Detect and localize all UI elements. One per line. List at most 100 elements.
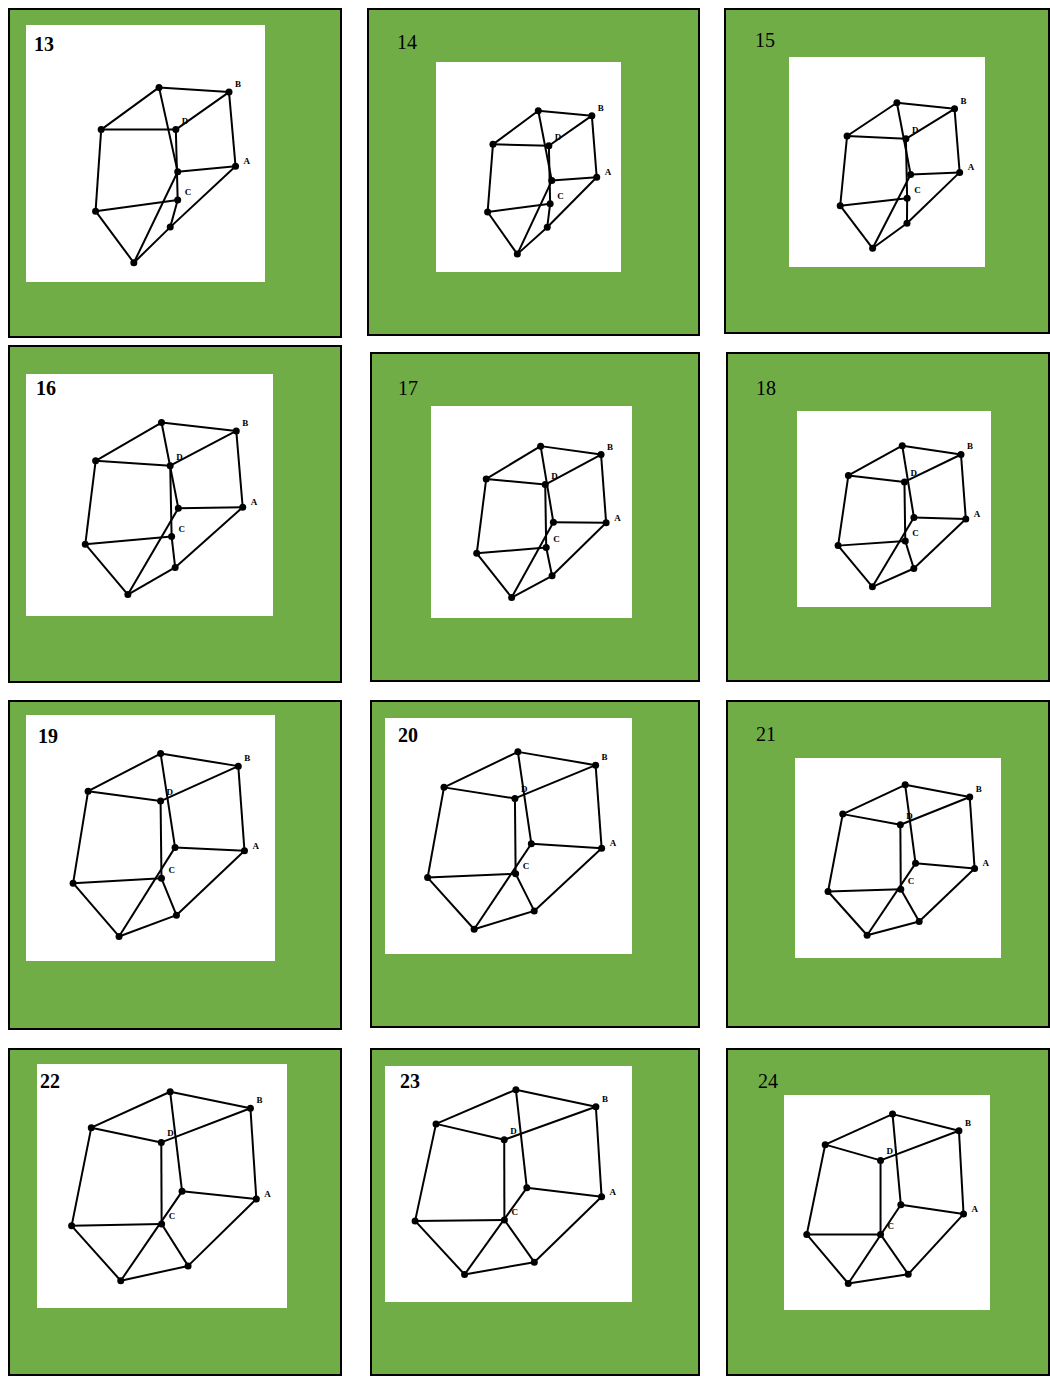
graph-edge (72, 1128, 92, 1226)
graph-illustration (10, 1050, 344, 1376)
graph-vertex (864, 932, 871, 939)
vertex-label: A (244, 157, 251, 166)
graph-edge (873, 174, 911, 248)
graph-vertex (889, 1111, 896, 1118)
panel-number: 15 (755, 30, 775, 50)
figure-panel: 14BDAC (367, 8, 700, 336)
graph-vertex (907, 171, 914, 178)
graph-vertex (598, 845, 605, 852)
graph-vertex (511, 795, 518, 802)
graph-vertex (588, 112, 595, 119)
graph-edge (436, 1124, 504, 1140)
graph-edge (444, 787, 515, 798)
graph-vertex (545, 142, 552, 149)
graph-edge (893, 1114, 901, 1205)
graph-vertex (174, 168, 181, 175)
graph-edge (170, 200, 177, 227)
graph-vertex (877, 1157, 884, 1164)
graph-vertex (901, 478, 908, 485)
graph-edge (436, 1090, 516, 1124)
graph-edge (959, 1131, 964, 1214)
graph-vertex (825, 888, 832, 895)
graph-vertex (910, 514, 917, 521)
graph-edge (504, 1107, 596, 1140)
graph-vertex (514, 748, 521, 755)
vertex-label: B (244, 754, 250, 763)
vertex-label: A (264, 1190, 271, 1199)
graph-vertex (544, 224, 551, 231)
graph-edge (170, 431, 236, 466)
graph-vertex (88, 1124, 95, 1131)
vertex-label: C (888, 1222, 895, 1231)
graph-edge (899, 825, 901, 889)
graph-vertex (902, 538, 909, 545)
graph-edge (840, 136, 847, 206)
vertex-label: B (967, 442, 973, 451)
graph-edge (914, 517, 966, 519)
graph-vertex (960, 1211, 967, 1218)
graph-edge (902, 446, 961, 455)
graph-edge (488, 212, 518, 254)
graph-edge (541, 446, 554, 522)
graph-vertex (253, 1196, 260, 1203)
graph-vertex (877, 1231, 884, 1238)
graph-edge (970, 797, 975, 868)
graph-illustration (10, 10, 344, 340)
graph-edge (916, 863, 975, 868)
panel-number: 18 (756, 378, 776, 398)
graph-edge (486, 479, 545, 485)
graph-edge (843, 785, 905, 814)
graph-edge (531, 844, 601, 849)
graph-vertex (897, 886, 904, 893)
graph-edge (415, 1219, 504, 1222)
graph-edge (229, 92, 236, 166)
vertex-label: D (887, 1147, 894, 1156)
vertex-label: B (256, 1096, 262, 1105)
graph-edge (881, 1234, 909, 1274)
vertex-label: D (555, 133, 562, 142)
graph-edge (807, 1145, 825, 1235)
graph-vertex (803, 1231, 810, 1238)
graph-edge (906, 109, 955, 139)
vertex-label: D (910, 469, 917, 478)
graph-vertex (172, 844, 179, 851)
graph-edge (848, 1205, 901, 1284)
graph-edge (493, 111, 538, 145)
graph-edge (848, 446, 902, 476)
vertex-label: B (976, 785, 982, 794)
graph-vertex (185, 1262, 192, 1269)
figure-panel: 17BDAC (370, 352, 700, 682)
graph-edge (553, 521, 606, 523)
graph-edge (534, 848, 601, 911)
picture-ground (431, 406, 632, 618)
graph-vertex (501, 1136, 508, 1143)
graph-edge (905, 785, 915, 864)
graph-illustration (369, 10, 702, 338)
graph-edge (121, 1266, 188, 1281)
graph-edge (250, 1108, 256, 1199)
graph-edge (549, 116, 592, 146)
graph-vertex (173, 912, 180, 919)
graph-edge (518, 752, 596, 765)
graph-edge (807, 1233, 881, 1235)
graph-vertex (835, 542, 842, 549)
graph-edge (514, 798, 517, 873)
graph-edge (91, 1128, 161, 1143)
graph-illustration (728, 702, 1050, 1030)
graph-edge (901, 1205, 964, 1214)
vertex-label: D (521, 785, 528, 794)
graph-edge (96, 130, 102, 212)
panel-number: 23 (400, 1071, 420, 1091)
graph-illustration (726, 10, 1050, 336)
graph-vertex (897, 821, 904, 828)
graph-edge (867, 922, 919, 936)
graph-edge (512, 576, 552, 598)
graph-vertex (542, 481, 549, 488)
graph-edge (843, 814, 901, 825)
graph-vertex (124, 591, 131, 598)
graph-edge (96, 200, 178, 211)
picture-ground (784, 1095, 990, 1310)
graph-edge (807, 1234, 849, 1283)
graph-vertex (471, 926, 478, 933)
